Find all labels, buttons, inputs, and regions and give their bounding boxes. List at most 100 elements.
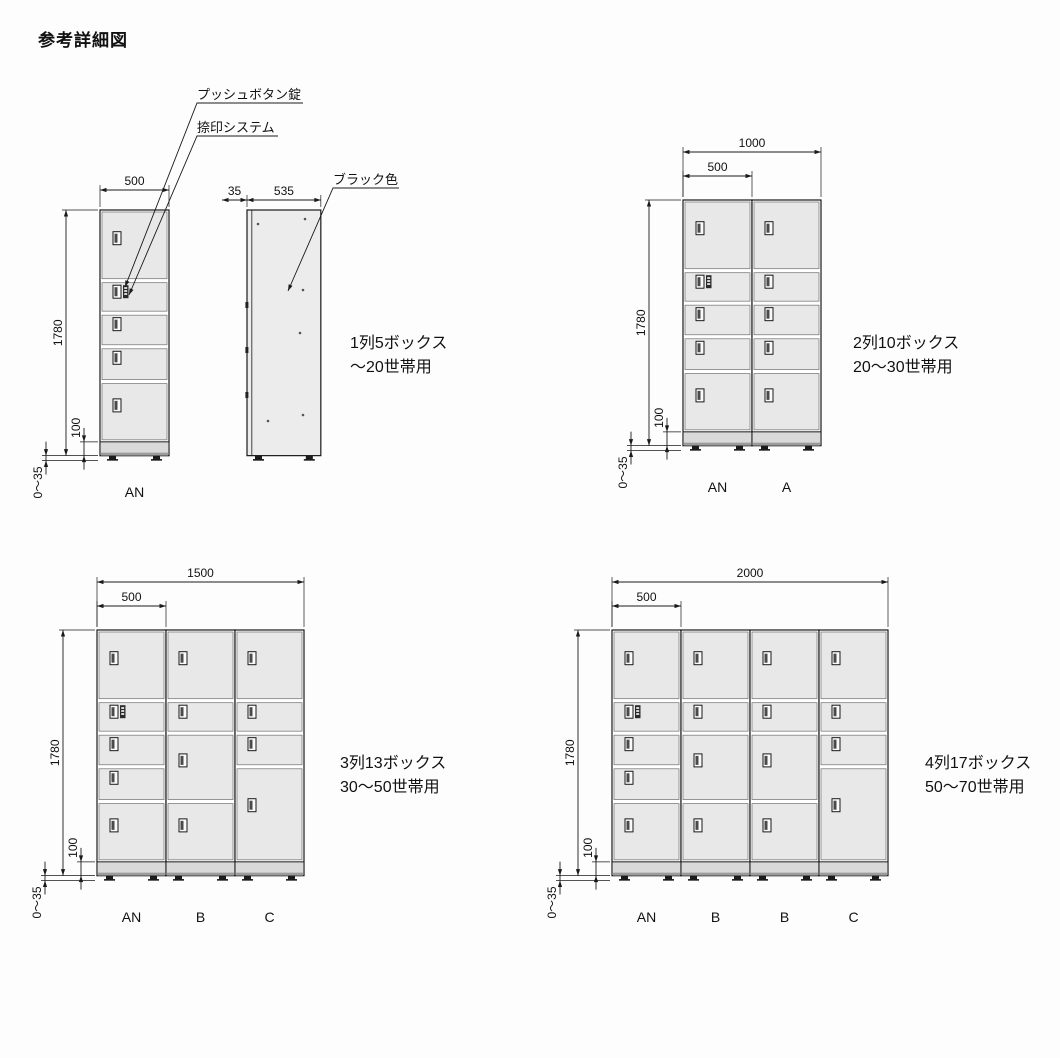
adjustable-foot — [109, 455, 116, 461]
dimension-arrow — [100, 187, 107, 193]
locker-door — [820, 734, 887, 766]
door-handle-grip — [766, 223, 770, 233]
locker-door — [167, 803, 234, 861]
adjustable-foot — [828, 875, 835, 881]
dimension-arrow — [60, 630, 66, 637]
adjustable-foot — [106, 875, 113, 881]
dimension-arrow — [557, 880, 563, 887]
door-handle-grip — [764, 707, 768, 717]
locker-door — [98, 702, 165, 732]
adjustable-foot-base — [757, 879, 768, 881]
adjustable-foot-base — [690, 449, 701, 451]
door-handle-grip — [180, 820, 184, 830]
adjustable-foot — [665, 875, 672, 881]
dimension-arrow — [240, 197, 247, 203]
dimension-label: 500 — [707, 160, 727, 174]
locker-door — [167, 702, 234, 732]
screw-dot — [256, 222, 260, 226]
door-handle-grip — [697, 390, 701, 400]
door-handle-grip — [114, 319, 118, 329]
dimension-arrow — [612, 579, 619, 585]
adjustable-foot-base — [688, 879, 699, 881]
dimension-arrow — [575, 869, 581, 876]
dimension-arrow — [43, 449, 49, 456]
door-handle-grip — [114, 233, 118, 243]
dimension-arrow — [646, 200, 652, 207]
dimension-arrow — [593, 875, 599, 883]
locker-door — [613, 734, 680, 766]
dimension-arrow — [43, 460, 49, 467]
locker-door — [684, 201, 751, 270]
dimension-label: 1780 — [563, 739, 577, 766]
door-handle-grip — [249, 707, 253, 717]
door-handle-grip — [114, 287, 118, 297]
door-handle-grip — [114, 400, 118, 410]
locker-door — [236, 702, 303, 732]
leader-line — [287, 187, 399, 292]
dimension-arrow — [575, 630, 581, 637]
locker-door — [236, 768, 303, 861]
adjustable-foot — [761, 445, 768, 451]
locker-door — [236, 631, 303, 700]
locker-door — [682, 803, 749, 861]
door-handle-grip — [111, 773, 115, 783]
door-handle-grip — [833, 800, 837, 810]
door-handle-grip — [114, 353, 118, 363]
door-handle-grip — [180, 707, 184, 717]
locker-door — [753, 201, 820, 270]
adjustable-foot — [288, 875, 295, 881]
base-shadow — [101, 452, 168, 456]
dimension-arrow — [683, 149, 690, 155]
door-handle-grip — [249, 739, 253, 749]
column-label: AN — [708, 479, 727, 495]
dimension-arrow — [664, 445, 670, 453]
door-handle-grip — [697, 309, 701, 319]
door-handle-grip — [764, 755, 768, 765]
description-line: ～20世帯用 — [350, 358, 432, 376]
dimension-arrow — [78, 875, 84, 883]
adjustable-foot — [175, 875, 182, 881]
description-line: 50～70世帯用 — [925, 778, 1025, 796]
column-label: A — [782, 479, 792, 495]
locker-door — [753, 272, 820, 302]
dimension-arrow — [628, 439, 634, 446]
base-shadow — [684, 442, 751, 446]
door-handle-grip — [695, 707, 699, 717]
adjustable-foot-base — [148, 879, 159, 881]
adjustable-foot-base — [242, 879, 253, 881]
dimension-label: 1780 — [51, 319, 65, 346]
locker-door — [98, 768, 165, 800]
locker-door — [753, 373, 820, 431]
door-handle-grip — [111, 707, 115, 717]
dimension-label: 500 — [124, 174, 144, 188]
screw-dot — [298, 331, 302, 335]
column-label: B — [780, 909, 789, 925]
dimension-arrow — [81, 435, 87, 442]
description-line: 30～50世帯用 — [340, 778, 440, 796]
door-handle-grip — [766, 309, 770, 319]
lock-button — [707, 280, 711, 282]
locker-door — [101, 348, 168, 380]
dimension-arrow — [612, 603, 619, 609]
adjustable-foot-base — [870, 879, 881, 881]
locker-door — [753, 304, 820, 336]
adjustable-foot-base — [734, 449, 745, 451]
dimension-arrow — [557, 869, 563, 876]
locker-door — [98, 631, 165, 700]
adjustable-foot-base — [732, 879, 743, 881]
door-handle-grip — [697, 223, 701, 233]
dimension-arrow — [129, 288, 134, 295]
base-shadow — [751, 872, 818, 876]
dimension-label: 1000 — [739, 136, 766, 150]
dimension-arrow — [247, 197, 254, 203]
adjustable-foot-base — [759, 449, 770, 451]
leader-line — [124, 102, 303, 288]
adjustable-foot — [621, 875, 628, 881]
locker-door — [682, 734, 749, 800]
dimension-arrow — [628, 450, 634, 457]
locker-door — [98, 803, 165, 861]
adjustable-foot — [736, 445, 743, 451]
column-label: B — [196, 909, 205, 925]
